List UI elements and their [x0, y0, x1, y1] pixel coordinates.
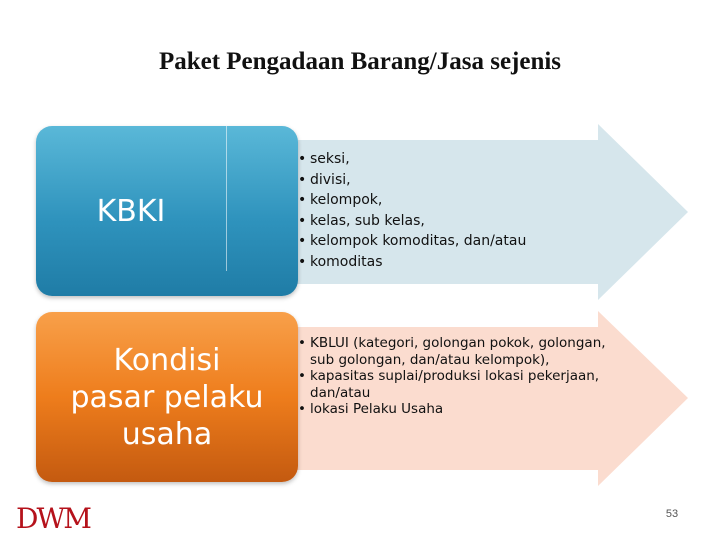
bullet-glyph: • [298, 212, 307, 229]
bullet-glyph: • [298, 335, 306, 351]
bullet-glyph: • [298, 171, 307, 188]
bullet-glyph: • [298, 401, 306, 417]
page-title: Paket Pengadaan Barang/Jasa sejenis [158, 48, 562, 75]
bullet-glyph: • [298, 192, 307, 208]
bullet-glyph: • [298, 253, 307, 270]
page-number: 53 [665, 508, 679, 520]
list-item: •komoditas [298, 252, 526, 273]
kbki-box: KBKI [36, 126, 298, 296]
bullet-glyph: • [298, 233, 307, 249]
list-item: •seksi, [298, 149, 526, 170]
kondisi-label: Kondisi pasar pelaku usaha [70, 342, 264, 452]
bullet-glyph: • [298, 151, 307, 167]
list-item: •KBLUI (kategori, golongan pokok, golong… [298, 335, 606, 368]
list-item: •kelas, sub kelas, [298, 211, 526, 232]
bullet-glyph: • [298, 368, 306, 384]
dwm-logo-text: DWM [16, 502, 91, 534]
kondisi-list: •KBLUI (kategori, golongan pokok, golong… [298, 335, 628, 418]
list-item: •kelompok komoditas, dan/atau [298, 231, 526, 252]
dwm-logo: DWM [16, 502, 93, 534]
list-item: •lokasi Pelaku Usaha [298, 401, 444, 417]
kbki-list: •seksi, •divisi, •kelompok, •kelas, sub … [298, 149, 526, 272]
kondisi-box: Kondisi pasar pelaku usaha [36, 312, 298, 482]
list-item: •kelompok, [298, 190, 526, 211]
list-item: •divisi, [298, 170, 526, 191]
kbki-divider [226, 126, 227, 271]
arrow-kondisi [210, 311, 688, 486]
list-item: •kapasitas suplai/produksi lokasi pekerj… [298, 368, 600, 401]
arrow-kbki [210, 124, 688, 300]
kbki-label: KBKI [96, 193, 166, 229]
